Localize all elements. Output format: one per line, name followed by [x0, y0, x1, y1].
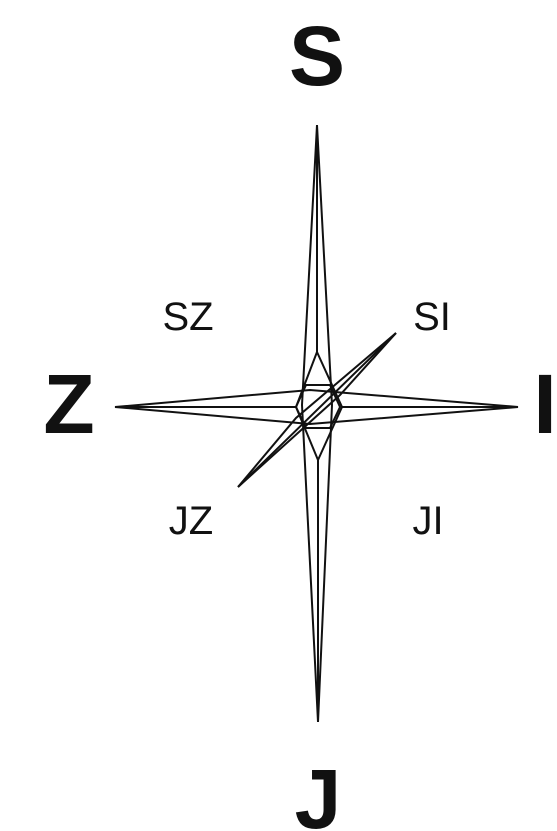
west-label: Z	[43, 357, 94, 451]
east-label: I	[533, 357, 556, 451]
south-label: J	[295, 752, 342, 831]
southwest-label: JZ	[169, 499, 213, 543]
north-label: S	[289, 9, 345, 103]
southeast-label: JI	[412, 499, 443, 543]
northwest-label: SZ	[162, 295, 213, 339]
diagonal-inner-line	[237, 332, 397, 488]
center-hexagon	[294, 384, 342, 429]
northeast-label: SI	[413, 295, 451, 339]
center-diamond	[294, 349, 344, 463]
compass-star	[114, 124, 519, 723]
